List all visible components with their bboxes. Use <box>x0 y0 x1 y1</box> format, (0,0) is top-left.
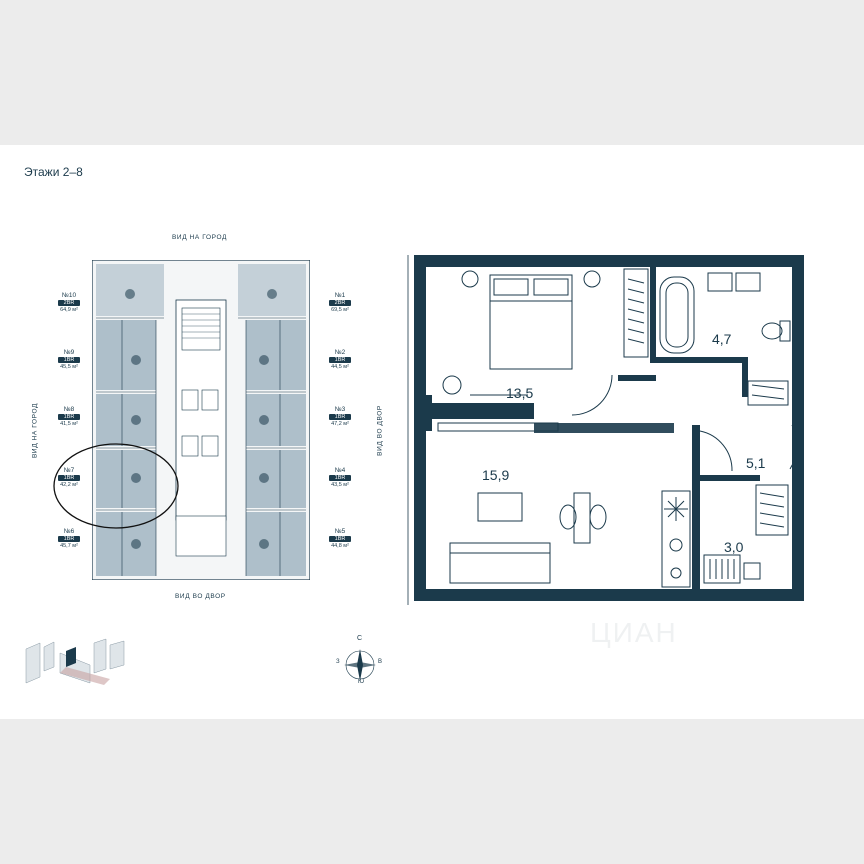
room-area-bedroom: 13,5 <box>506 385 534 401</box>
compass-south: Ю <box>358 679 365 685</box>
room-area-hall: 5,1 <box>746 455 766 471</box>
room-area-laundry: 3,0 <box>724 539 744 555</box>
direction-bottom-label: ВИД ВО ДВОР <box>175 593 226 600</box>
watermark-text: ЦИАН <box>590 617 678 648</box>
direction-plan-side-label: ВИД ВО ДВОР <box>376 405 384 456</box>
compass-west: З <box>336 659 340 665</box>
selected-unit-highlight <box>53 443 179 529</box>
room-area-bathroom: 4,7 <box>712 331 732 347</box>
compass-east: В <box>378 659 383 665</box>
room-area-living: 15,9 <box>482 467 510 483</box>
apartment-plan <box>407 255 804 605</box>
compass-rose-icon <box>344 649 376 681</box>
building-location-map <box>25 638 125 685</box>
floor-overview-plan <box>92 260 310 580</box>
floors-title: Этажи 2–8 <box>24 165 83 179</box>
direction-left-label: ВИД НА ГОРОД <box>31 403 39 458</box>
compass-north: С <box>357 635 363 642</box>
floorplan-sheet: Этажи 2–8 ВИД НА ГОРОД ВИД ВО ДВОР ВИД Н… <box>0 145 864 719</box>
direction-top-label: ВИД НА ГОРОД <box>172 234 227 241</box>
